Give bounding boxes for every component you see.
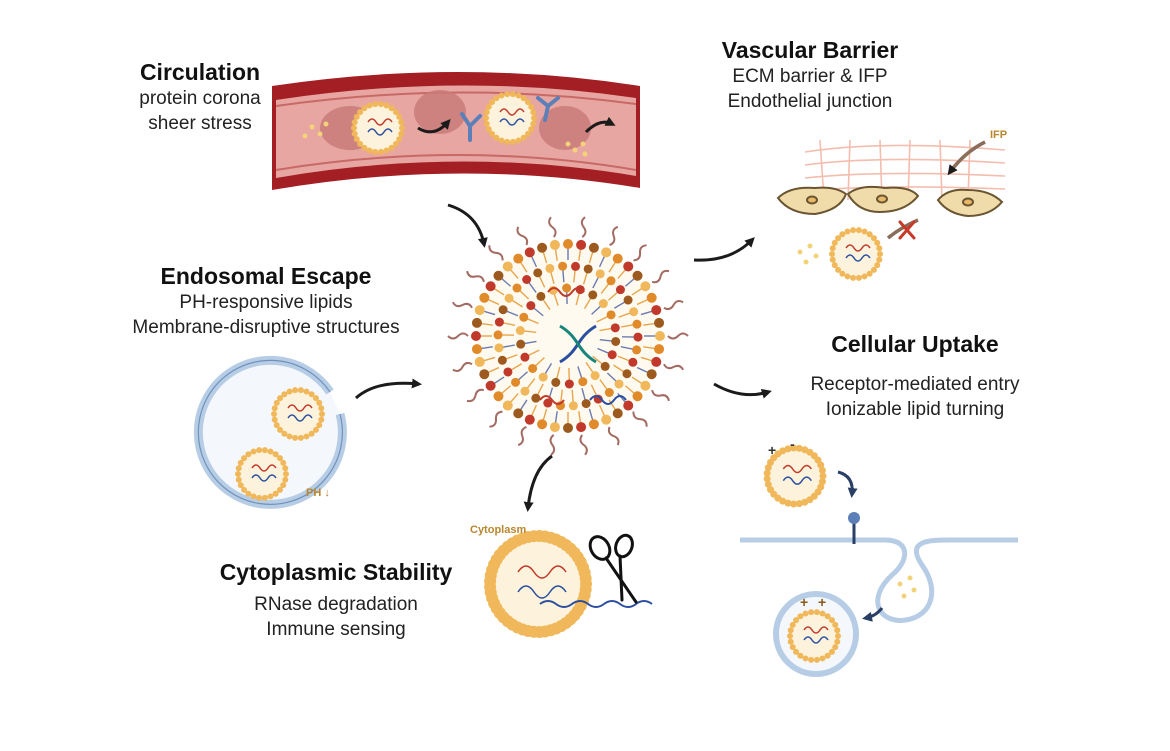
cytoplasmic-stability-title: Cytoplasmic Stability bbox=[219, 559, 453, 585]
arrow-lnp-to-vascular bbox=[693, 237, 755, 262]
endosomal-escape-label: Endosomal Escape PH-responsive lipids Me… bbox=[96, 262, 436, 340]
circulation-line-1: protein corona bbox=[139, 88, 261, 109]
dna-helix-icon bbox=[559, 324, 597, 364]
scissors-icon bbox=[588, 533, 638, 604]
inner-charge-plus-1: + bbox=[800, 594, 809, 610]
central-lipid-nanoparticle bbox=[447, 216, 689, 456]
flow-arrow bbox=[584, 116, 616, 134]
mrna-cargo bbox=[539, 287, 627, 405]
vascular-barrier-line-2: Endothelial junction bbox=[727, 91, 893, 112]
cytoplasm-illustration bbox=[484, 530, 653, 638]
cytoplasmic-stability-line-2: Immune sensing bbox=[266, 619, 406, 640]
arrow-lnp-to-uptake bbox=[713, 382, 772, 399]
vascular-barrier-illustration bbox=[776, 139, 1006, 281]
protein-dots bbox=[797, 243, 819, 265]
lnp-particle bbox=[235, 447, 289, 501]
endosomal-escape-title: Endosomal Escape bbox=[160, 263, 372, 289]
cytoplasm-tag: Cytoplasm bbox=[470, 524, 527, 536]
antibody-icon bbox=[460, 96, 560, 142]
endothelial-cell bbox=[776, 185, 1004, 218]
lnp-particle bbox=[787, 609, 841, 663]
arrow-circulation-to-lnp bbox=[447, 203, 488, 248]
ifp-arrow bbox=[947, 140, 986, 176]
circulation-title: Circulation bbox=[139, 59, 261, 85]
vascular-barrier-title: Vascular Barrier bbox=[721, 37, 899, 63]
vascular-barrier-label: Vascular Barrier ECM barrier & IFP Endot… bbox=[690, 36, 930, 114]
red-blood-cell bbox=[539, 106, 591, 150]
cellular-uptake-line-2: Ionizable lipid turning bbox=[825, 399, 1005, 420]
charge-plus: + bbox=[768, 442, 777, 458]
inner-charge-plus-2: + bbox=[818, 594, 827, 610]
lnp-particle bbox=[829, 227, 883, 281]
cellular-uptake-label: Cellular Uptake Receptor-mediated entry … bbox=[770, 330, 1060, 422]
circulation-label: Circulation protein corona sheer stress bbox=[100, 58, 300, 136]
cellular-uptake-illustration bbox=[740, 444, 1018, 677]
approach-arrow bbox=[837, 470, 858, 498]
lnp-particle bbox=[483, 91, 537, 145]
endosomal-escape-line-2: Membrane-disruptive structures bbox=[132, 317, 400, 338]
charge-minus: - bbox=[790, 436, 795, 452]
circulation-line-2: sheer stress bbox=[148, 113, 252, 134]
arrow-lnp-to-cytoplasm bbox=[523, 454, 553, 512]
blood-vessel bbox=[272, 72, 640, 190]
ifp-tag: IFP bbox=[990, 129, 1008, 141]
endosome-illustration bbox=[193, 355, 347, 509]
cell-membrane bbox=[740, 537, 1018, 623]
lnp-particle-large bbox=[484, 530, 592, 638]
lnp-particle bbox=[763, 444, 827, 508]
released-mrna bbox=[539, 600, 653, 608]
blocked-x-icon bbox=[898, 220, 916, 240]
vascular-barrier-line-1: ECM barrier & IFP bbox=[732, 66, 888, 87]
cytoplasmic-stability-line-1: RNase degradation bbox=[254, 594, 418, 615]
flow-arrows bbox=[354, 203, 772, 512]
endosomal-escape-line-1: PH-responsive lipids bbox=[179, 292, 353, 313]
red-blood-cell bbox=[414, 90, 466, 134]
flow-arrow bbox=[417, 118, 451, 134]
cellular-uptake-line-1: Receptor-mediated entry bbox=[810, 374, 1020, 395]
arrow-endosome-to-lnp bbox=[354, 378, 422, 400]
lnp-particle bbox=[271, 387, 325, 441]
receptor-icon bbox=[848, 512, 860, 544]
ph-tag: PH ↓ bbox=[306, 487, 330, 499]
internalization-arrow bbox=[862, 607, 884, 622]
cellular-uptake-title: Cellular Uptake bbox=[831, 331, 999, 357]
protein-dots bbox=[302, 121, 588, 157]
lnp-particle bbox=[351, 101, 405, 155]
protein-dots bbox=[897, 575, 917, 599]
cytoplasmic-stability-label: Cytoplasmic Stability RNase degradation … bbox=[196, 558, 476, 642]
